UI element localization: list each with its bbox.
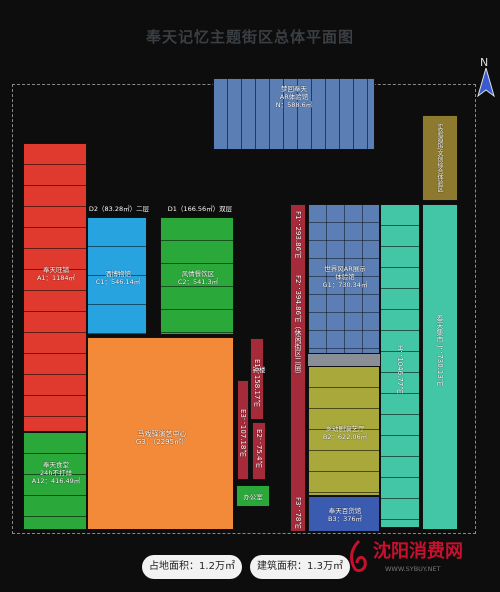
canteen-sub: 24h不打烊	[40, 469, 72, 477]
f3-label: F3：78㎡	[294, 497, 302, 529]
fair-block: 奉天集市 J：730.13㎡	[422, 204, 458, 530]
e2-block: E2：75.4㎡	[252, 422, 266, 480]
market-name: 奉天旺铺	[43, 266, 69, 274]
fair-name: 奉天集市	[436, 315, 444, 343]
art-hall-area: B2：622.06㎡	[322, 433, 368, 441]
f1-label: F1：293.86㎡	[294, 211, 302, 258]
office-label: 办公室	[243, 493, 263, 501]
e3-block: E3：107.18㎡	[237, 380, 249, 480]
north-arrow-icon	[477, 68, 495, 98]
f-strip: F1：293.86㎡ F2：394.86㎡（休闲街区二层） F3：78㎡	[290, 204, 306, 532]
e1-label: E1：158.17㎡	[253, 359, 261, 407]
office-block: 办公室	[236, 485, 270, 507]
top-hall-block: 梦回奉天 AR体验馆 N：588.6㎡	[213, 78, 375, 150]
build-area-pill: 建筑面积：1.3万㎡	[250, 555, 350, 579]
museum-area: C1：546.14㎡	[95, 278, 141, 286]
ar-show-block: 世界风AR展示 体验馆 G1：730.34㎡	[308, 204, 380, 354]
canteen-block: 奉天食堂 24h不打烊 A12：416.49㎡	[23, 432, 87, 530]
watermark-name: 沈阳消费网	[373, 541, 463, 562]
clock-tower-label: 钟楼	[252, 366, 266, 374]
museum-name: 酒博物馆	[105, 270, 131, 278]
fair-area: J：730.13㎡	[436, 345, 444, 386]
museum-block: 酒博物馆 C1：546.14㎡	[87, 217, 147, 335]
land-area-pill: 占地面积：1.2万㎡	[142, 555, 242, 579]
top-hall-sub: AR体验馆	[279, 93, 309, 101]
d2-label: D2（83.28㎡）二层	[88, 205, 150, 213]
catering-block: 风情餐饮区 C2：541.3㎡	[160, 217, 234, 335]
d1-label: D1（166.56㎡）双层	[167, 205, 233, 213]
e1-block: E1：158.17㎡	[250, 338, 264, 420]
art-hall-block: 乡动剧演艺厅 B2：622.06㎡	[308, 366, 380, 496]
north-label: N	[480, 56, 489, 69]
watermark-logo-icon	[350, 539, 367, 573]
right-top-block: 实验酒馆/文创综合体验区	[422, 115, 458, 201]
page-title: 奉天记忆主题街区总体平面图	[145, 28, 354, 46]
dept-store-name: 奉天百货馆	[328, 507, 362, 515]
top-hall-area: N：588.6㎡	[275, 101, 313, 109]
art-hall-name: 乡动剧演艺厅	[325, 425, 365, 433]
ar-show-sub: 体验馆	[335, 273, 355, 281]
e3-label: E3：107.18㎡	[239, 409, 247, 457]
canteen-name: 奉天食堂	[43, 461, 69, 469]
theater-name: 马戏驿演艺中心	[137, 430, 187, 438]
right-top-label: 实验酒馆/文创综合体验区	[436, 124, 443, 193]
north-compass: N	[476, 56, 496, 106]
f2-label: F2：394.86㎡（休闲街区二层）	[294, 275, 302, 378]
watermark: 沈阳消费网 WWW.SYBUY.NET	[345, 535, 495, 583]
watermark-url: WWW.SYBUY.NET	[385, 565, 441, 573]
walkway-strip	[308, 354, 380, 366]
h-block: H：1046.77㎡	[380, 204, 420, 528]
e2-label: E2：75.4㎡	[255, 429, 263, 468]
theater-area: G3：（2295㎡）	[135, 438, 189, 446]
market-area: A1：1184㎡	[36, 274, 76, 282]
h-label: H：1046.77㎡	[396, 345, 404, 394]
top-hall-name: 梦回奉天	[281, 85, 307, 93]
canteen-area: A12：416.49㎡	[31, 477, 81, 485]
dept-store-block: 奉天百货馆 B3：376㎡	[308, 496, 380, 532]
market-block: 奉天旺铺 A1：1184㎡	[23, 143, 87, 432]
fair-label: 奉天集市 J：730.13㎡	[435, 315, 445, 386]
dept-store-area: B3：376㎡	[327, 515, 362, 523]
ar-show-name: 世界风AR展示	[324, 265, 366, 273]
theater-block: 马戏驿演艺中心 G3：（2295㎡）	[87, 337, 234, 530]
catering-area: C2：541.3㎡	[177, 278, 219, 286]
catering-name: 风情餐饮区	[181, 270, 215, 278]
ar-show-area: G1：730.34㎡	[322, 281, 368, 289]
